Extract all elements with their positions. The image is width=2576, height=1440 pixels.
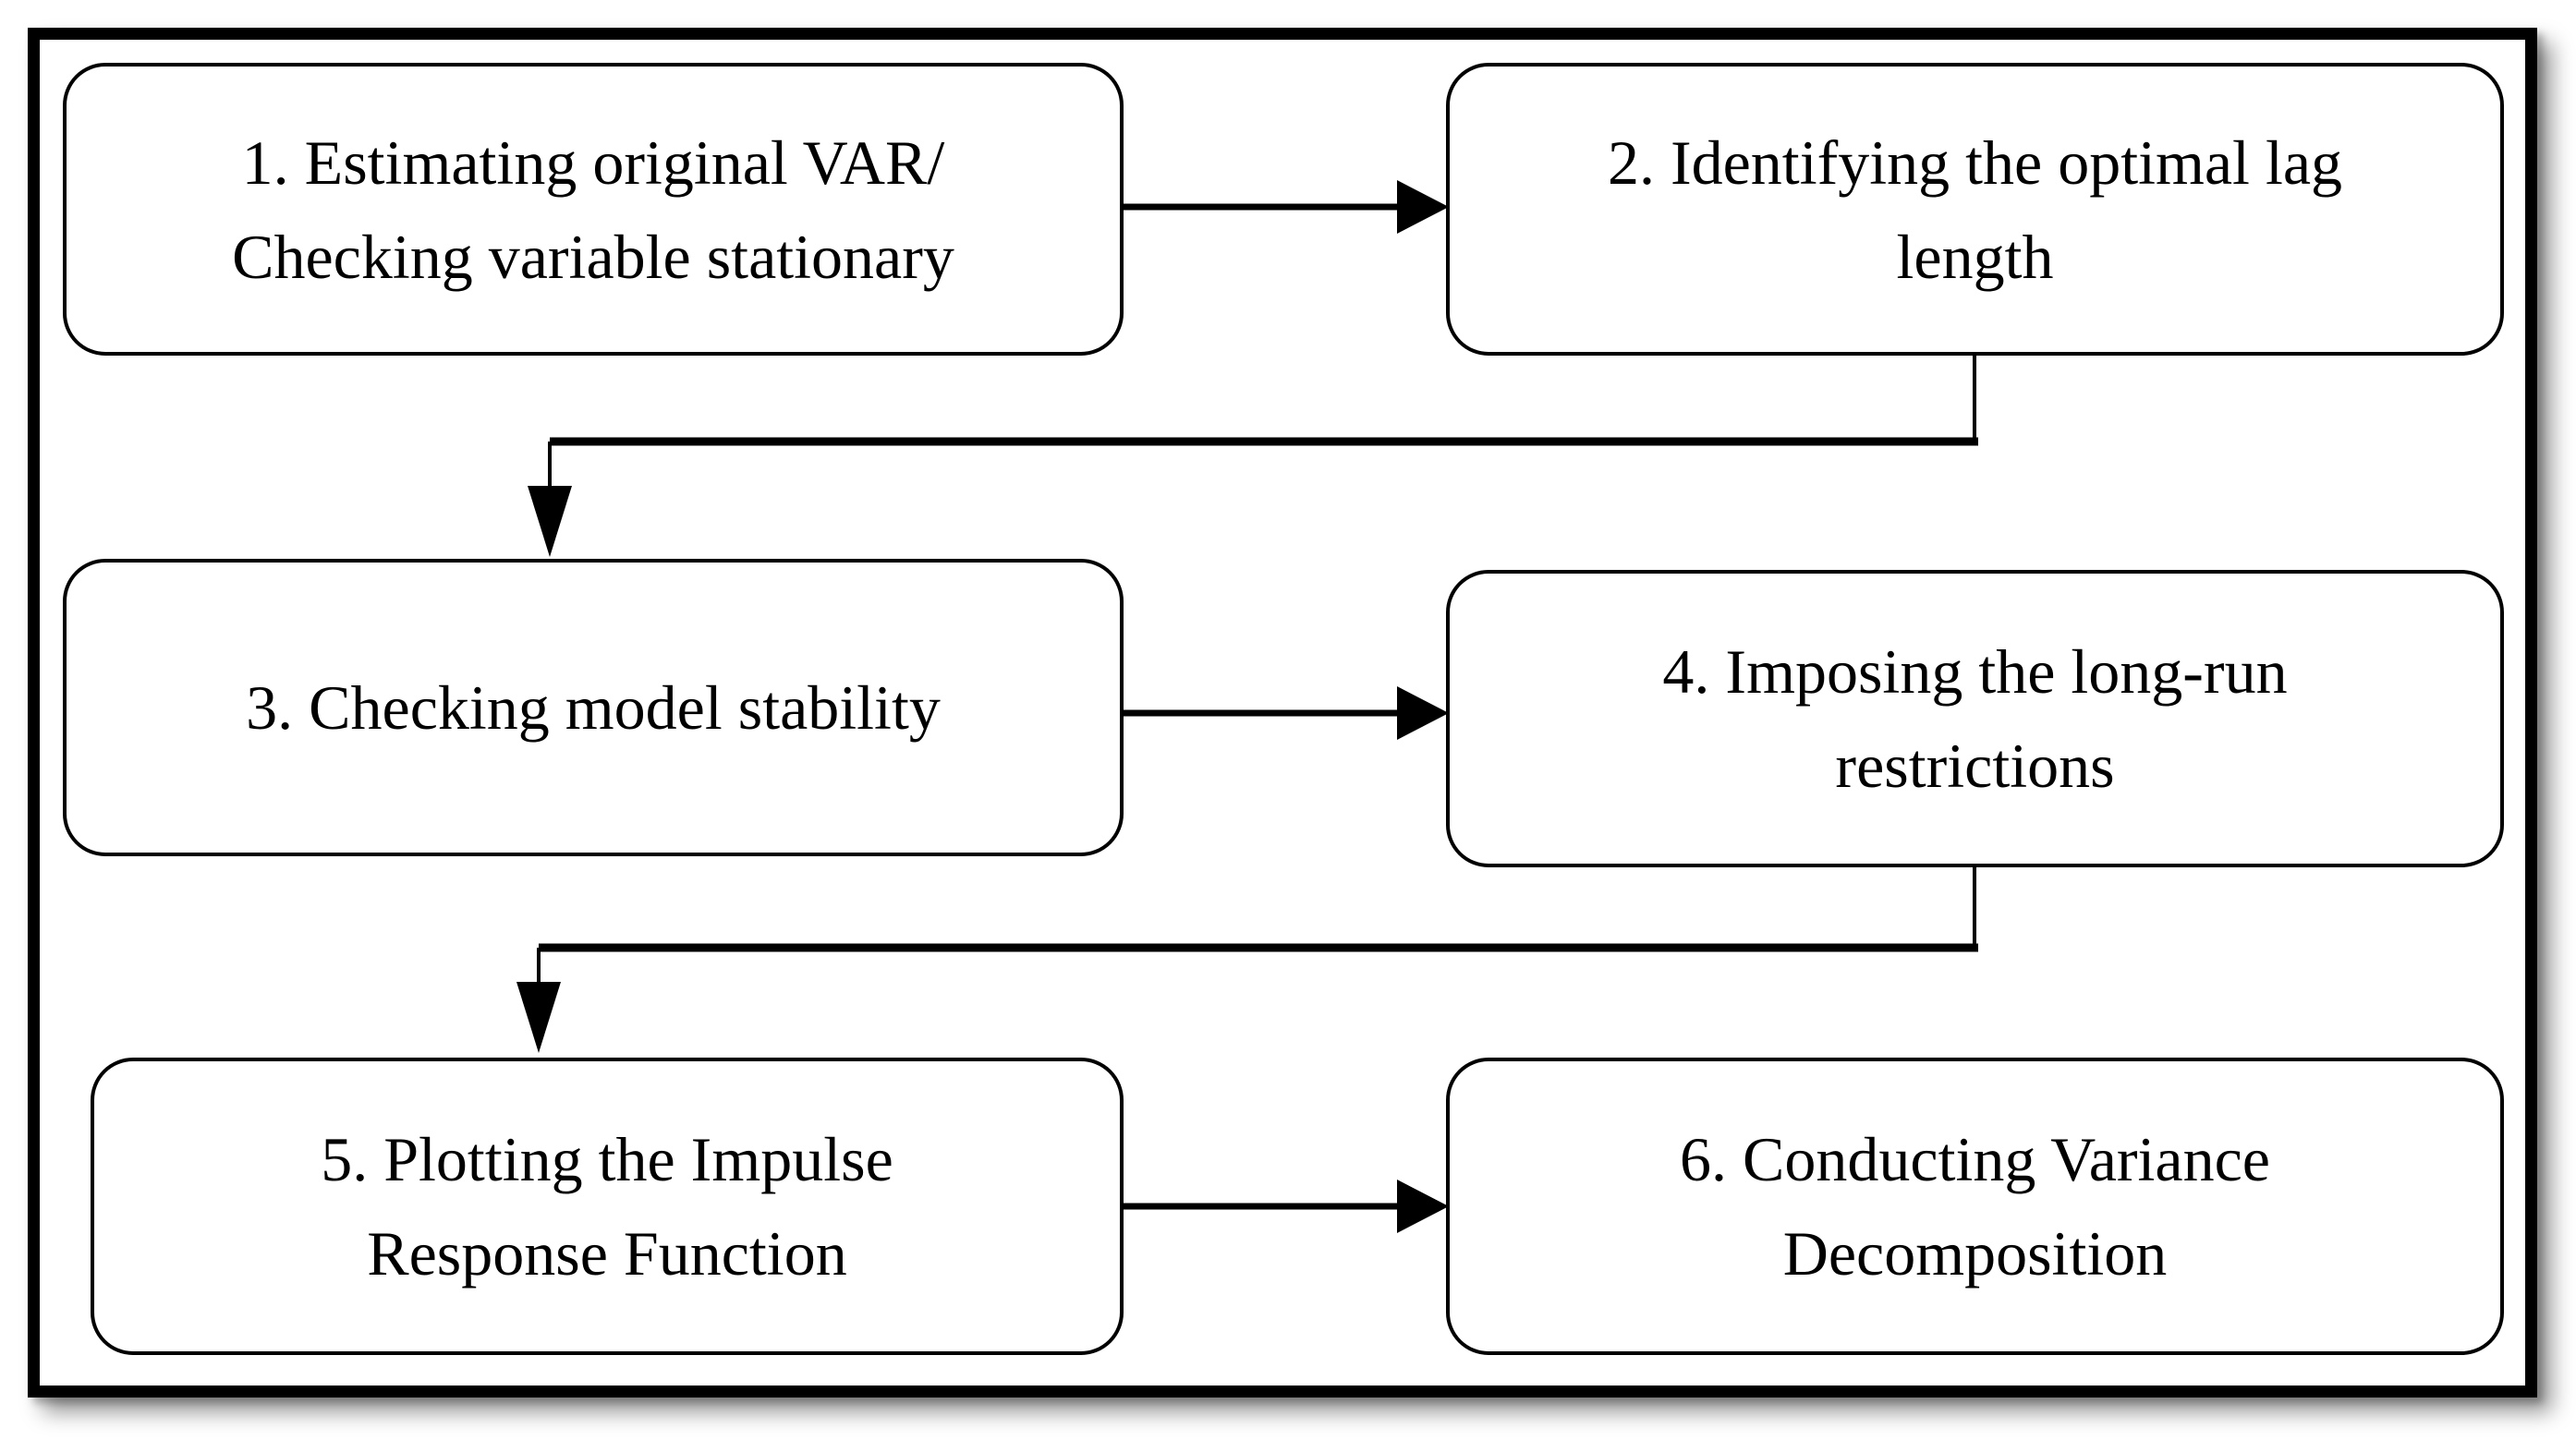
flow-box-step-4-label: 4. Imposing the long-run restrictions [1662, 636, 2288, 801]
flow-box-step-3: 3. Checking model stability [63, 559, 1124, 856]
flow-box-step-2-label: 2. Identifying the optimal lag length [1607, 127, 2343, 292]
arrow-2-to-3 [528, 356, 1978, 557]
flow-box-step-4: 4. Imposing the long-run restrictions [1446, 570, 2504, 867]
arrow-1-to-2 [1124, 180, 1449, 234]
arrow-5-to-6 [1124, 1180, 1449, 1233]
arrow-3-to-4 [1124, 686, 1449, 740]
flow-box-step-6: 6. Conducting Variance Decomposition [1446, 1058, 2504, 1355]
arrowhead-down-icon [528, 486, 572, 557]
arrowhead-right-icon [1397, 180, 1449, 234]
flow-box-step-3-label: 3. Checking model stability [246, 672, 941, 743]
arrow-4-to-5 [516, 867, 1978, 1053]
flow-box-step-5-label: 5. Plotting the Impulse Response Functio… [321, 1124, 893, 1289]
arrowhead-right-icon [1397, 1180, 1449, 1233]
flow-box-step-2: 2. Identifying the optimal lag length [1446, 63, 2504, 356]
arrowhead-down-icon [516, 982, 561, 1053]
flow-box-step-1: 1. Estimating original VAR/ Checking var… [63, 63, 1124, 356]
flow-box-step-1-label: 1. Estimating original VAR/ Checking var… [232, 127, 954, 292]
arrowhead-right-icon [1397, 686, 1449, 740]
flow-box-step-5: 5. Plotting the Impulse Response Functio… [91, 1058, 1124, 1355]
flow-box-step-6-label: 6. Conducting Variance Decomposition [1680, 1124, 2270, 1289]
